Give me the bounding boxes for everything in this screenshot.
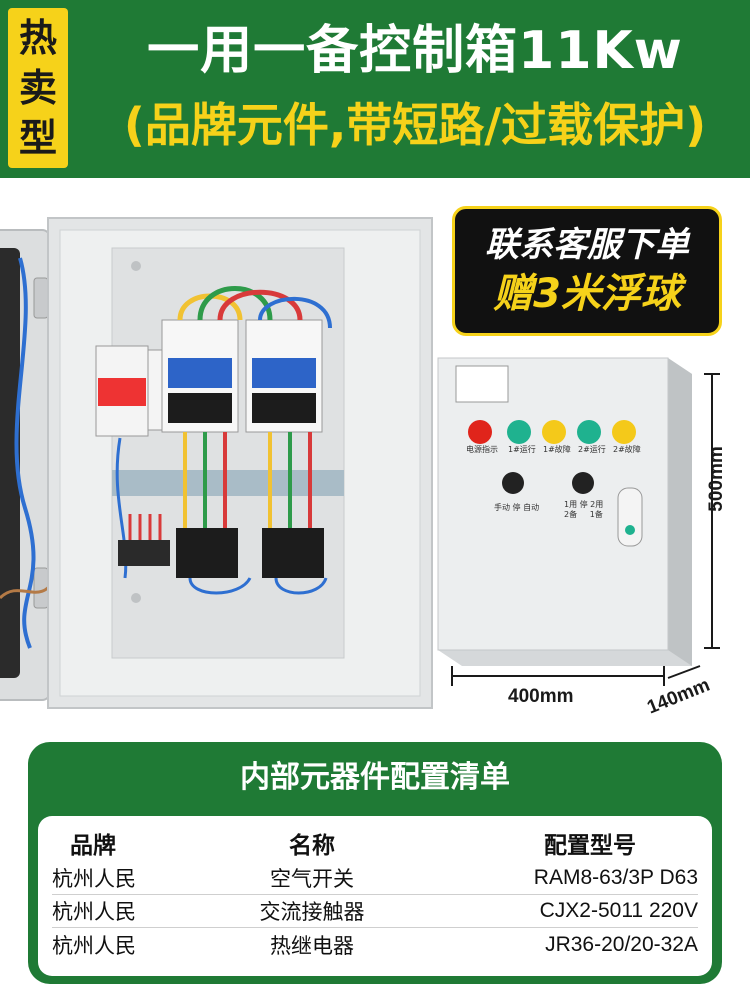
run1-indicator-icon	[507, 420, 531, 444]
height-dimension-label: 500mm	[705, 446, 727, 512]
fault1-label: 1#故障	[543, 445, 571, 454]
mounting-plate	[111, 247, 345, 659]
wire-blue	[258, 296, 332, 329]
run2-indicator-icon	[577, 420, 601, 444]
mode-selector-knob-icon	[502, 472, 524, 494]
air-circuit-breaker-icon	[95, 345, 169, 437]
wire-red	[217, 289, 303, 321]
cell-name: 热继电器	[270, 933, 354, 958]
wire-red	[128, 514, 162, 540]
hinge-icon	[33, 277, 49, 319]
lock-keyhole-icon	[625, 525, 635, 535]
header-banner: 热 卖 型 一用一备控制箱11Kw (品牌元件,带短路/过载保护)	[0, 0, 750, 178]
wire-duct	[112, 470, 344, 496]
mode-selector-label: 手动 停 自动	[494, 503, 540, 512]
cell-name: 交流接触器	[259, 900, 365, 924]
promo-banner: 联系客服下单 赠3米浮球	[452, 206, 722, 336]
product-subtitle: (品牌元件,带短路/过载保护)	[123, 98, 707, 152]
header-model: 配置型号	[544, 833, 636, 859]
cell-brand: 杭州人民	[52, 900, 136, 924]
width-dimension-label: 400mm	[508, 686, 574, 707]
cell-brand: 杭州人民	[52, 933, 136, 958]
fault1-indicator-icon	[542, 420, 566, 444]
cell-name: 空气开关	[270, 867, 354, 891]
table-row: 杭州人民 热继电器 JR36-20/20-32A	[52, 928, 698, 961]
ac-contactor-icon	[245, 319, 323, 433]
hot-sale-badge: 热 卖 型	[8, 8, 68, 168]
door-wire	[14, 257, 36, 649]
cell-model: RAM8-63/3P D63	[533, 866, 698, 889]
select-switch-knob-icon	[572, 472, 594, 494]
header-brand: 品牌	[70, 833, 116, 859]
badge-char: 卖	[18, 66, 57, 110]
screw-icon	[131, 261, 141, 271]
product-title: 一用一备控制箱11Kw	[147, 21, 683, 81]
thermal-relay-icon	[262, 528, 324, 578]
promo-contact-text: 联系客服下单	[485, 225, 689, 265]
run2-label: 2#运行	[578, 445, 606, 454]
height-dimension-line	[704, 373, 720, 649]
ac-contactor-icon	[161, 319, 239, 433]
badge-char: 型	[18, 116, 57, 160]
depth-dimension-line	[667, 665, 701, 679]
cell-brand: 杭州人民	[52, 867, 136, 891]
screw-icon	[131, 593, 141, 603]
power-indicator-icon	[468, 420, 492, 444]
fault2-label: 2#故障	[613, 445, 641, 454]
product-scene: 电源指示 1#运行 1#故障 2#运行 2#故障 手动 停 自动 1用 停 2用…	[0, 178, 750, 738]
width-dimension-line	[451, 666, 665, 686]
wire-blue	[188, 577, 328, 595]
badge-char: 热	[18, 16, 57, 60]
door-lock-icon	[617, 487, 643, 547]
fault2-indicator-icon	[612, 420, 636, 444]
thermal-relay-icon	[176, 528, 238, 578]
product-illustration	[0, 217, 720, 709]
door-seal	[0, 248, 20, 678]
header-name: 名称	[289, 833, 335, 859]
component-spec-panel: 内部元器件配置清单 品牌 名称 配置型号 杭州人民 空气开关 RAM8-63/3…	[28, 742, 722, 984]
select-switch-label: 1用 停 2用 2备 1备	[564, 500, 604, 519]
closed-control-box	[437, 357, 692, 666]
power-indicator-label: 电源指示	[466, 445, 498, 454]
table-row: 杭州人民 空气开关 RAM8-63/3P D63	[52, 862, 698, 895]
cell-model: CJX2-5011 220V	[539, 899, 698, 922]
nameplate	[455, 365, 509, 403]
run1-label: 1#运行	[508, 445, 536, 454]
terminal-block-icon	[118, 540, 170, 566]
table-row: 杭州人民 交流接触器 CJX2-5011 220V	[52, 895, 698, 928]
spec-table: 品牌 名称 配置型号 杭州人民 空气开关 RAM8-63/3P D63 杭州人民…	[38, 816, 712, 976]
spec-table-header: 品牌 名称 配置型号	[52, 824, 698, 862]
cell-model: JR36-20/20-32A	[545, 932, 698, 956]
promo-gift-text: 赠3米浮球	[493, 271, 681, 317]
spec-panel-title: 内部元器件配置清单	[240, 760, 510, 795]
